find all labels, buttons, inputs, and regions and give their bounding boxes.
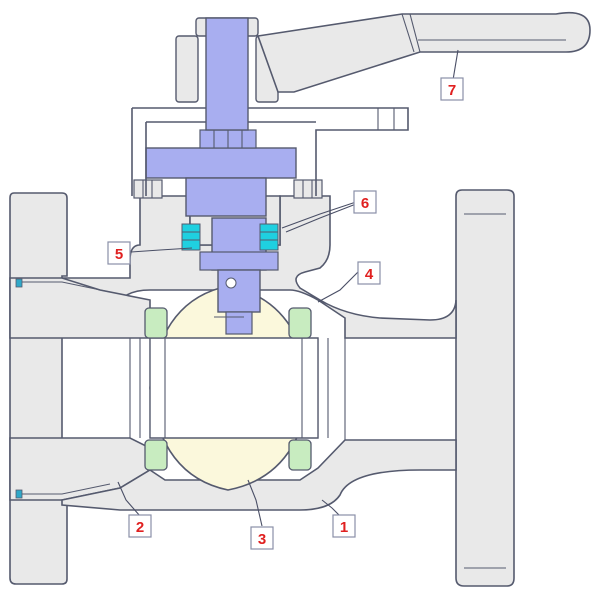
packing-left — [181, 223, 201, 251]
callout-3: 3 — [250, 526, 274, 550]
callout-4-label: 4 — [365, 266, 374, 283]
callout-5-label: 5 — [115, 246, 123, 263]
stem-packing — [181, 223, 279, 251]
seat-upper-right — [288, 307, 312, 339]
callout-2-label: 2 — [136, 519, 144, 536]
seat-lower-left — [144, 439, 168, 471]
left-flange — [9, 192, 68, 585]
callout-7: 7 — [440, 77, 464, 101]
callout-6-label: 6 — [361, 195, 369, 212]
callout-5: 5 — [107, 241, 131, 265]
ball — [149, 285, 319, 491]
packing-right — [259, 223, 279, 251]
handle-lever — [256, 11, 591, 93]
callout-7-label: 7 — [448, 82, 456, 99]
stem — [199, 217, 279, 335]
handle-hub — [175, 17, 279, 131]
seat-lower-right — [288, 439, 312, 471]
stop-bracket — [131, 107, 409, 196]
gland-bolts — [133, 179, 323, 199]
seats — [144, 307, 312, 471]
callout-4: 4 — [357, 261, 381, 285]
callout-3-label: 3 — [258, 531, 266, 548]
seat-upper-left — [144, 307, 168, 339]
callout-6: 6 — [353, 190, 377, 214]
callout-2: 2 — [128, 514, 152, 538]
callout-1-label: 1 — [340, 519, 348, 536]
right-flange — [455, 189, 515, 587]
callout-1: 1 — [332, 514, 356, 538]
gland — [145, 129, 297, 217]
